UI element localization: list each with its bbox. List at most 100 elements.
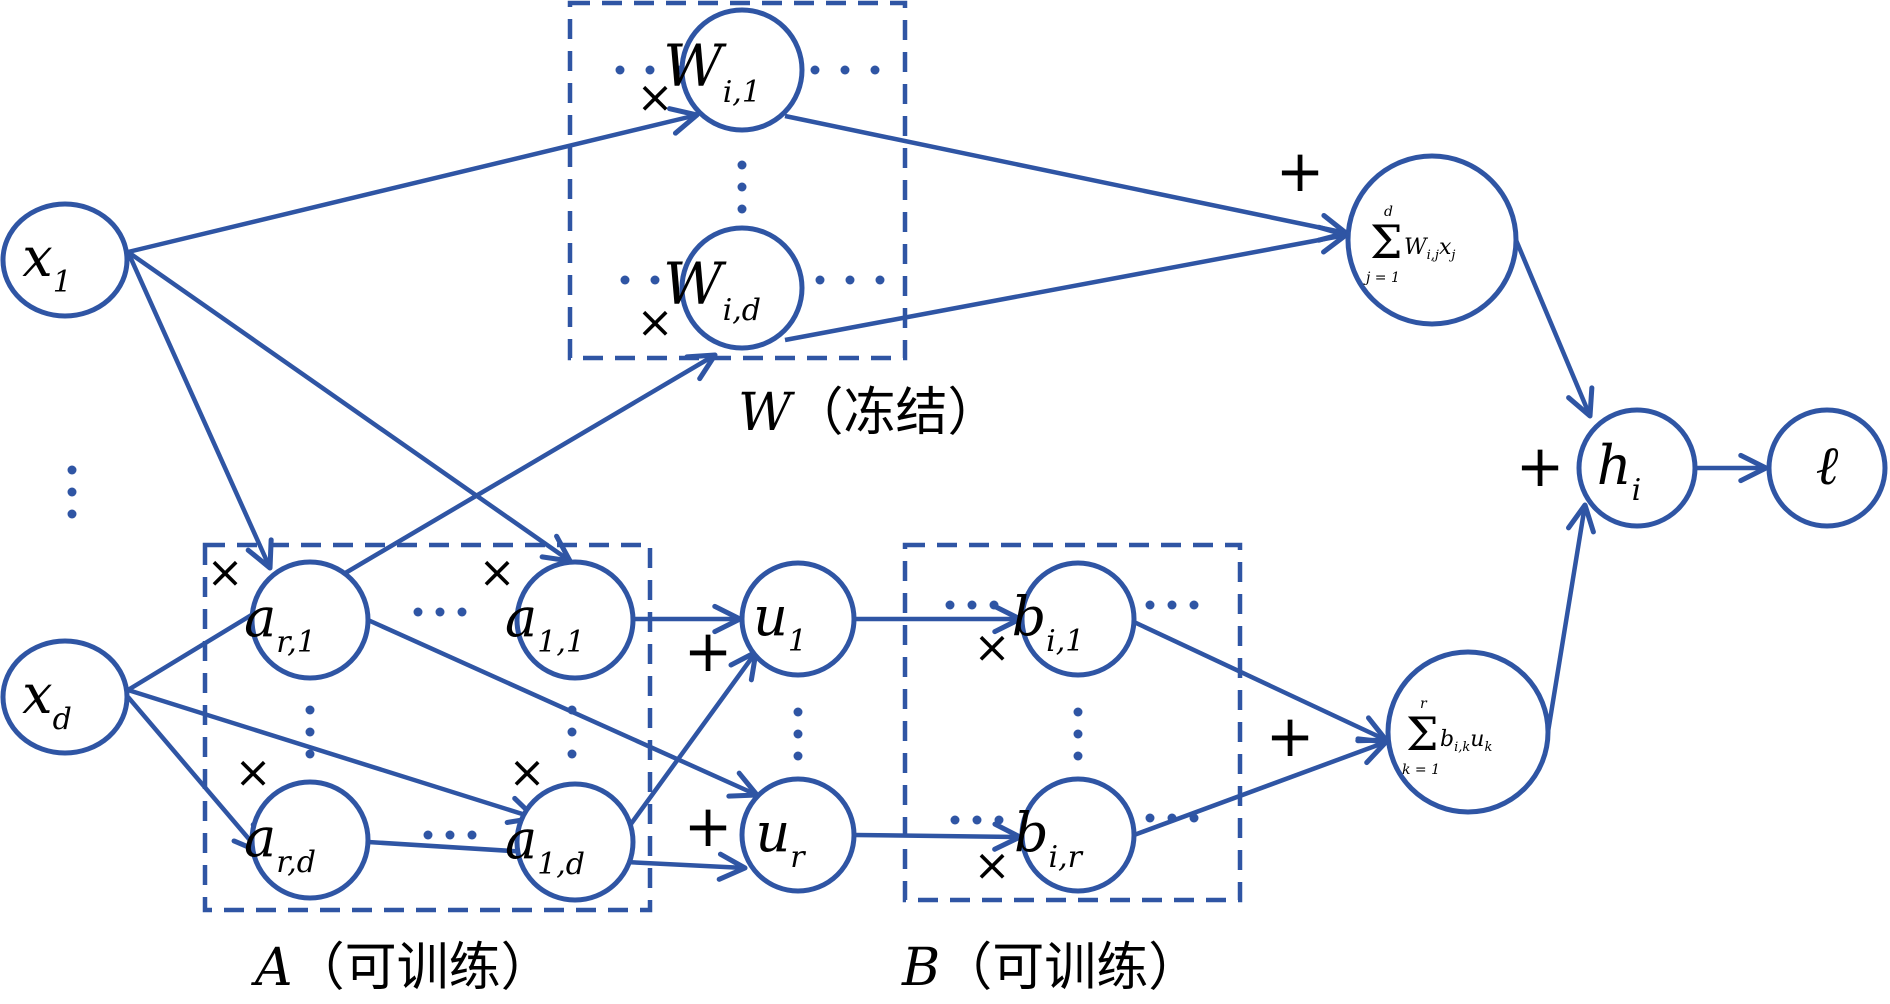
node-circle xyxy=(514,781,636,903)
ellipsis-dot xyxy=(793,707,803,717)
edge-W_i1-to-sumW xyxy=(784,113,1349,243)
sum-term: Wi,jxj xyxy=(1404,235,1455,263)
ellipsis-dot xyxy=(1167,600,1177,610)
ellipsis-dot xyxy=(305,705,315,715)
edge-W_id-to-sumW xyxy=(784,224,1349,343)
node-circle xyxy=(1019,776,1137,894)
node-label-base: b xyxy=(1012,585,1047,648)
caption-a: A（可训练） xyxy=(251,938,553,998)
ellipsis-dot xyxy=(945,600,955,610)
term-sub: i,k xyxy=(1454,740,1470,755)
sum-term: bi,kuk xyxy=(1440,727,1492,755)
caption-a-label: （可训练） xyxy=(293,938,553,998)
node-label-sub: i xyxy=(1632,473,1642,508)
caption-w-label: （冻结） xyxy=(791,383,999,443)
node-label-sub: i,1 xyxy=(723,75,761,110)
edge-x1-to-W_i1 xyxy=(127,106,700,255)
edge-ur-to-b_ir xyxy=(854,821,1023,852)
edge-a_1d-to-ur xyxy=(624,851,748,882)
ellipsis-dot xyxy=(645,65,655,75)
term-base2: x xyxy=(1439,235,1452,260)
multiply-operator: × xyxy=(637,297,674,348)
caption-b: B（可训练） xyxy=(901,938,1200,998)
ellipsis-dot xyxy=(413,607,423,617)
node-sumB: Σrk = 1bi,kuk xyxy=(1385,649,1551,815)
node-label-sub: 1 xyxy=(53,265,72,300)
edge-sumW-to-h xyxy=(1513,239,1595,419)
node-label-sub: r,1 xyxy=(276,625,316,660)
node-label: hi xyxy=(1597,434,1641,508)
ellipsis-dot xyxy=(875,275,885,285)
node-label-base: ℓ xyxy=(1816,434,1839,497)
node-circle xyxy=(249,559,371,681)
ellipsis-dot xyxy=(305,727,315,737)
ellipsis-dot xyxy=(445,830,455,840)
node-b_i1: bi,1 xyxy=(1012,560,1137,678)
ellipsis-dot xyxy=(840,65,850,75)
ellipsis-dot xyxy=(845,275,855,285)
node-label-base: h xyxy=(1597,434,1632,497)
caption-a-letter: A xyxy=(251,938,293,998)
edge-sumB-to-h xyxy=(1545,502,1596,733)
ellipsis-dot xyxy=(435,607,445,617)
node-label-base: x xyxy=(22,226,52,289)
node-label-sub: d xyxy=(53,702,72,737)
term-sub: i,j xyxy=(1427,248,1439,263)
sigma-upper: d xyxy=(1384,204,1393,220)
caption-b-letter: B xyxy=(901,938,940,998)
node-label-sub: r xyxy=(790,840,806,875)
ellipsis-dot xyxy=(567,749,577,759)
node-label-base: a xyxy=(244,586,276,649)
edge-a_1d-to-u1 xyxy=(626,649,759,830)
ellipsis-dot xyxy=(793,729,803,739)
group-box-w xyxy=(567,0,908,361)
edge-b_i1-to-sumB xyxy=(1133,619,1389,744)
node-a_rd: ar,d xyxy=(244,779,371,901)
node-label-base: u xyxy=(755,801,790,864)
node-label: a1,1 xyxy=(505,586,585,660)
ellipsis-dot xyxy=(972,815,982,825)
ellipsis-dot xyxy=(989,600,999,610)
node-circle xyxy=(679,225,805,351)
node-label-sub: 1 xyxy=(788,624,807,659)
node-circle xyxy=(514,559,636,681)
node-circle xyxy=(679,7,805,133)
term-base2: u xyxy=(1470,727,1484,752)
node-x1: x1 xyxy=(0,201,130,319)
node-label-base: W xyxy=(663,32,727,100)
ellipsis-dot xyxy=(793,751,803,761)
ellipsis-dot xyxy=(67,509,77,519)
node-label: ur xyxy=(755,801,806,875)
multiply-operator: × xyxy=(974,622,1011,673)
node-label-sub: i,1 xyxy=(1046,624,1084,659)
ellipsis-dot xyxy=(737,160,747,170)
node-circle xyxy=(739,776,857,894)
node-circle xyxy=(739,560,857,678)
node-ur: ur xyxy=(739,776,857,894)
ellipsis-dot xyxy=(1167,813,1177,823)
multiply-operator: × xyxy=(509,747,546,798)
edge-xd-to-a_rd xyxy=(126,695,263,855)
edges-layer xyxy=(125,106,1769,882)
node-W_id: Wi,d xyxy=(663,225,805,351)
ellipsis-dot xyxy=(1073,751,1083,761)
ellipsis-dot xyxy=(67,487,77,497)
ellipsis-dot xyxy=(67,465,77,475)
node-circle xyxy=(1576,407,1698,529)
ellipsis-dot xyxy=(1145,600,1155,610)
node-circle xyxy=(1345,153,1519,327)
caption-b-label: （可训练） xyxy=(940,938,1200,998)
edge-a_r1-to-ur xyxy=(367,617,760,799)
node-label: bi,r xyxy=(1014,801,1084,875)
node-label: bi,1 xyxy=(1012,585,1085,659)
node-label-sub: i,d xyxy=(723,293,761,328)
node-label: x1 xyxy=(22,226,72,300)
node-a_11: a1,1 xyxy=(505,559,636,681)
ellipsis-dot xyxy=(950,815,960,825)
sigma-symbol: Σ xyxy=(1406,707,1439,761)
add-operator: + xyxy=(1516,432,1565,500)
caption-w-letter: W xyxy=(738,383,795,443)
node-label: ar,1 xyxy=(244,586,316,660)
